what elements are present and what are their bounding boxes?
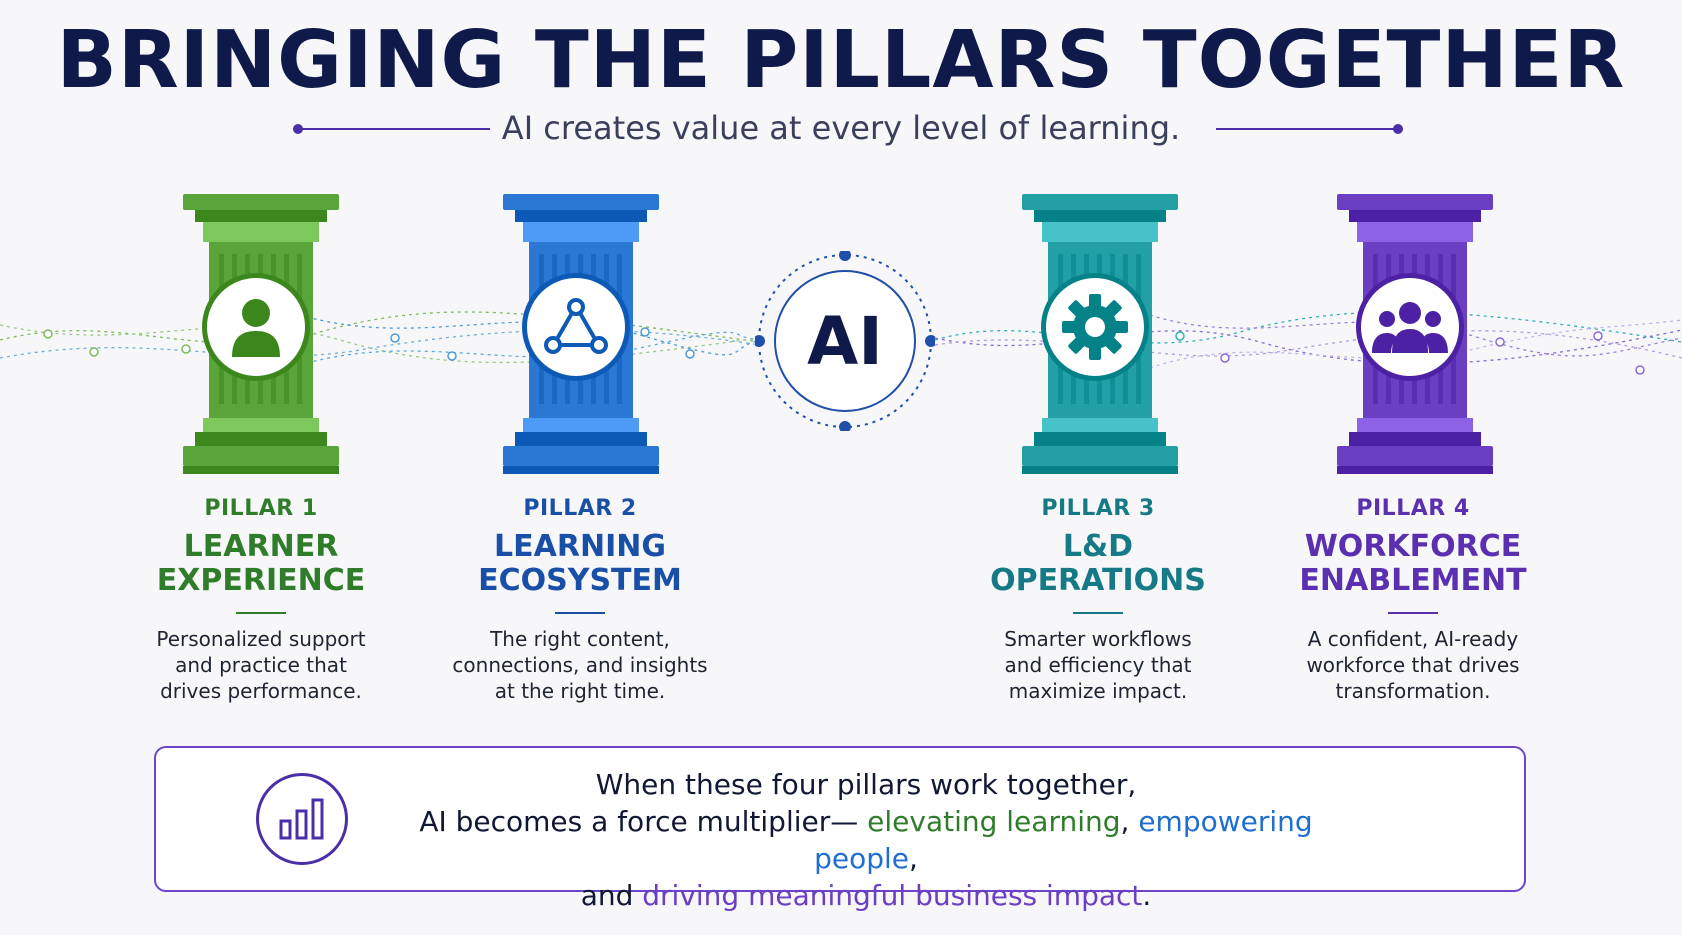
pillar-4-text: PILLAR 4 WORKFORCE ENABLEMENT A confiden… [1263, 496, 1563, 704]
pillar-divider [236, 612, 286, 614]
person-icon [228, 295, 284, 359]
ai-hub: AI [753, 249, 937, 433]
team-icon [1372, 299, 1448, 355]
pillar-number: PILLAR 3 [1041, 496, 1155, 521]
summary-text-part: , [909, 842, 918, 875]
summary-line-1: When these four pillars work together, [595, 768, 1137, 801]
subtitle-divider-right [1216, 124, 1403, 134]
pillar-icon-badge [522, 273, 630, 381]
page-title: BRINGING THE PILLARS TOGETHER [56, 14, 1626, 106]
pillar-description: The right content, connections, and insi… [452, 627, 708, 703]
pillar-divider [1073, 612, 1123, 614]
highlight-elevating-learning: elevating learning [867, 805, 1121, 838]
pillar-title: LEARNER EXPERIENCE [156, 529, 366, 598]
highlight-business-impact: driving meaningful business impact [642, 879, 1143, 912]
pillar-title: LEARNING ECOSYSTEM [478, 529, 682, 598]
divider-dot [1393, 124, 1403, 134]
pillar-icon-badge [1041, 273, 1149, 381]
divider-dot [293, 124, 303, 134]
summary-callout: When these four pillars work together, A… [154, 746, 1526, 912]
summary-text-part: and [580, 879, 643, 912]
pillar-title: WORKFORCE ENABLEMENT [1299, 529, 1527, 598]
gear-icon [1060, 292, 1130, 362]
page-subtitle: AI creates value at every level of learn… [501, 109, 1181, 147]
pillar-2-text: PILLAR 2 LEARNING ECOSYSTEM The right co… [430, 496, 730, 704]
pillar-number: PILLAR 4 [1356, 496, 1470, 521]
pillar-description: Personalized support and practice that d… [156, 627, 366, 703]
summary-text-part: , [1120, 805, 1139, 838]
subtitle-divider-left [293, 124, 490, 134]
subtitle-row: AI creates value at every level of learn… [0, 108, 1682, 148]
pillar-number: PILLAR 1 [204, 496, 318, 521]
pillar-3-column [1020, 194, 1180, 482]
pillar-icon-badge [1356, 273, 1464, 381]
pillar-3-text: PILLAR 3 L&D OPERATIONS Smarter workflow… [948, 496, 1248, 704]
summary-line-2: AI becomes a force multiplier— elevating… [376, 803, 1356, 877]
pillar-2-column [501, 194, 661, 482]
pillar-icon-badge [202, 273, 310, 381]
ai-hub-ring [753, 249, 937, 433]
bar-chart-icon [256, 773, 348, 865]
pillar-4-column [1335, 194, 1495, 482]
pillar-number: PILLAR 2 [523, 496, 637, 521]
pillar-description: Smarter workflows and efficiency that ma… [1004, 627, 1192, 703]
pillar-divider [555, 612, 605, 614]
highlight-empowering-people: empowering people [814, 805, 1313, 875]
pillar-description: A confident, AI-ready workforce that dri… [1306, 627, 1520, 703]
summary-text-part: . [1142, 879, 1152, 912]
network-icon [543, 297, 609, 357]
ai-label: AI [807, 302, 883, 380]
pillar-title: L&D OPERATIONS [990, 529, 1206, 598]
summary-line-3: and driving meaningful business impact. [376, 877, 1356, 914]
summary-text-part: AI becomes a force multiplier— [419, 805, 868, 838]
pillar-divider [1388, 612, 1438, 614]
summary-text: When these four pillars work together, A… [376, 766, 1356, 914]
pillar-1-column [181, 194, 341, 482]
pillar-1-text: PILLAR 1 LEARNER EXPERIENCE Personalized… [111, 496, 411, 704]
